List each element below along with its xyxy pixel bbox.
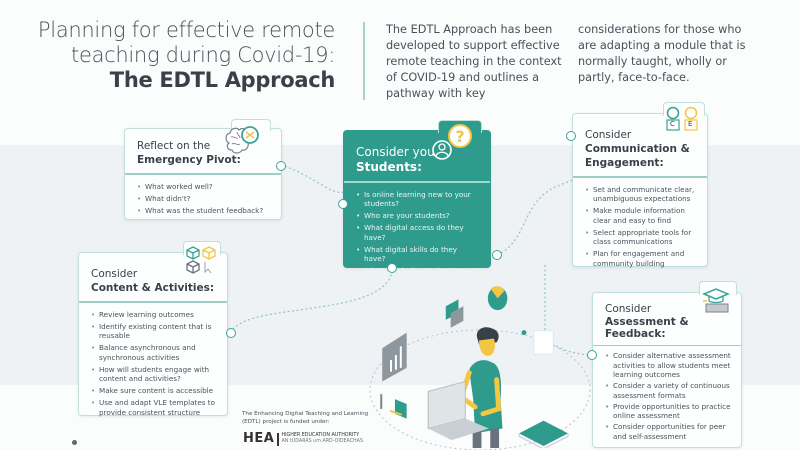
list-item: Identify existing content that is reusab… xyxy=(91,322,215,341)
card-list: Is online learning new to your students?… xyxy=(356,190,478,276)
list-item: What was the student feedback? xyxy=(137,206,269,216)
list-item: Select appropriate tools for class commu… xyxy=(585,228,695,247)
list-item: Consider opportunities for peer and self… xyxy=(605,422,731,441)
card-heading-bold: Assessment & Feedback: xyxy=(605,315,689,341)
card-list: What worked well? What didn't? What was … xyxy=(137,182,269,216)
chat-people-icon: C E xyxy=(663,106,703,136)
list-item: Who are your students? xyxy=(356,211,478,221)
card-tab xyxy=(231,119,271,131)
connector-node xyxy=(226,328,236,338)
icon-letter-e: E xyxy=(688,120,693,128)
pie-chart-icon xyxy=(487,286,508,311)
card-divider xyxy=(79,301,227,303)
list-item: What digital skills do they have? xyxy=(356,245,478,264)
page-indicator-dot[interactable] xyxy=(72,440,77,445)
list-item: Make sure content is accessible xyxy=(91,386,215,396)
icon-letter-c: C xyxy=(670,120,675,128)
list-item: Consider a variety of continuous assessm… xyxy=(605,381,731,400)
card-heading: Reflect on the Emergency Pivot: xyxy=(137,139,269,167)
hea-name-irish: AN tÚDARÁS um ARD-OIDEACHAS xyxy=(281,439,363,444)
list-item: Balance asynchronous and synchronous act… xyxy=(91,343,215,362)
card-heading: Consider Assessment & Feedback: xyxy=(605,303,731,341)
connector-node xyxy=(587,350,597,360)
card-heading: Consider Content & Activities: xyxy=(91,267,215,295)
list-item: Is online learning new to your students? xyxy=(356,190,478,209)
page-title: Planning for effective remote teaching d… xyxy=(38,18,335,93)
list-item: Provide opportunities to practice online… xyxy=(605,402,731,421)
card-content: Consider Content & Activities: Review le… xyxy=(78,241,228,418)
connector-node xyxy=(338,199,348,209)
card-heading-lead: Consider xyxy=(91,268,138,280)
card-students: ? Consider your Students: Is online lear… xyxy=(343,120,491,275)
list-item: What didn't? xyxy=(137,194,269,204)
connector-node xyxy=(566,131,576,141)
card-heading-bold: Students: xyxy=(356,160,422,174)
title-line-1: Planning for effective remote xyxy=(37,18,335,42)
hea-mark: HEA xyxy=(243,431,275,446)
title-bold: The EDTL Approach xyxy=(109,68,336,92)
card-list: Review learning outcomes Identify existi… xyxy=(91,310,215,418)
list-item: Plan for engagement and community buildi… xyxy=(585,249,695,268)
list-item: Set and communicate clear, unambiguous e… xyxy=(585,185,695,204)
connector-node xyxy=(387,263,397,273)
card-heading-lead: Consider your xyxy=(356,145,440,159)
graduation-cap-icon xyxy=(701,287,731,317)
hea-name: HIGHER EDUCATION AUTHORITY xyxy=(281,433,360,438)
list-item: Make module information clear and easy t… xyxy=(585,206,695,225)
student-question-icon: ? xyxy=(430,123,476,169)
card-heading-bold: Emergency Pivot: xyxy=(137,154,241,166)
list-item: Review learning outcomes xyxy=(91,310,215,320)
card-heading: Consider Communication & Engagement: xyxy=(585,128,695,170)
card-divider xyxy=(344,181,490,183)
brain-shuffle-icon xyxy=(223,125,261,163)
hea-names: HIGHER EDUCATION AUTHORITY AN tÚDARÁS um… xyxy=(282,433,363,445)
card-emergency-pivot: Reflect on the Emergency Pivot: What wor… xyxy=(124,119,282,220)
card-divider xyxy=(593,344,741,346)
list-item: What digital access do they have? xyxy=(356,223,478,242)
card-heading-lead: Consider xyxy=(605,303,652,315)
card-heading-lead: Reflect on the xyxy=(137,140,211,152)
card-communication: C E Consider Communication & Engagement:… xyxy=(572,102,708,269)
hea-separator xyxy=(277,432,279,446)
svg-text:?: ? xyxy=(455,127,464,146)
intro-text-col-2: considerations for those who are adaptin… xyxy=(578,23,746,84)
card-tab xyxy=(663,102,705,116)
list-item: What size is the student group? xyxy=(356,266,478,276)
list-item: Use and adapt VLE templates to provide c… xyxy=(91,398,215,417)
card-heading-bold: Communication & Engagement: xyxy=(585,143,690,169)
title-line-2: teaching during Covid-19: xyxy=(71,43,335,67)
card-heading-bold: Content & Activities: xyxy=(91,282,215,294)
intro-text-col-1: The EDTL Approach has been developed to … xyxy=(386,23,562,100)
card-heading: Consider your Students: xyxy=(356,145,478,175)
list-item: What worked well? xyxy=(137,182,269,192)
card-list: Consider alternative assessment activiti… xyxy=(605,351,731,441)
card-assessment: Consider Assessment & Feedback: Consider… xyxy=(592,281,742,448)
card-divider xyxy=(125,173,281,175)
connector-node xyxy=(492,250,502,260)
card-divider xyxy=(573,176,707,178)
connector-node xyxy=(276,161,286,171)
person-laptop-illustration xyxy=(380,286,569,448)
cubes-cursor-icon xyxy=(185,245,219,279)
list-item: How will students engage with content an… xyxy=(91,365,215,384)
bar-chart-icon xyxy=(382,332,407,382)
card-list: Set and communicate clear, unambiguous e… xyxy=(585,185,695,269)
list-item: Consider alternative assessment activiti… xyxy=(605,351,731,380)
hea-logo: HEA HIGHER EDUCATION AUTHORITY AN tÚDARÁ… xyxy=(243,432,363,446)
funding-text: The Enhancing Digital Teaching and Learn… xyxy=(242,411,369,425)
header-divider xyxy=(363,22,365,100)
card-heading-lead: Consider xyxy=(585,129,632,141)
